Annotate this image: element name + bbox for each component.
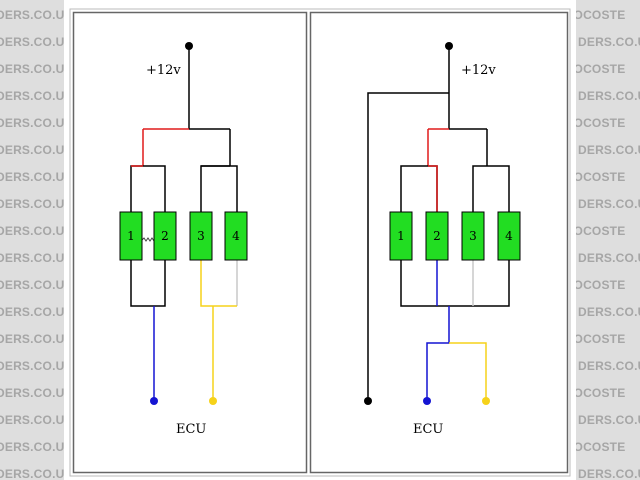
watermark-text: DERS.CO.UK: [0, 89, 64, 103]
watermark-text: DERS.CO.UK: [0, 467, 64, 480]
left-coils: [119, 211, 248, 261]
left-panel-border: [72, 11, 308, 474]
left-coil-3-label: 3: [197, 229, 205, 243]
left-coil-4: [224, 211, 248, 261]
right-coil-3-label: 3: [469, 229, 477, 243]
left-supply-terminal: [185, 42, 193, 50]
right-blue-wire: [426, 306, 450, 401]
right-wiring: [367, 46, 510, 401]
watermark-text: DERS.CO.UK: [0, 8, 64, 22]
watermark-text: DERS.CO.UK: [0, 116, 64, 130]
right-yellow-wire: [449, 342, 487, 401]
watermark-text: DERS.CO.UK: [0, 224, 64, 238]
left-coil-4-label: 4: [232, 229, 240, 243]
left-ecu-terminal-yellow: [209, 397, 217, 405]
watermark-text: DERS.CO.UK: [578, 143, 640, 157]
watermark-text: DERS.CO.UK: [578, 305, 640, 319]
right-coil-2: [425, 211, 449, 261]
watermark-text: DERS.CO.UK: [578, 89, 640, 103]
watermark-text: DERS.CO.UK: [0, 413, 64, 427]
watermark-text: LOCOSTE: [576, 62, 626, 76]
watermark-text: DERS.CO.UK: [0, 386, 64, 400]
watermark-text: LOCOSTE: [576, 8, 626, 22]
right-ecu-label: ECU: [413, 422, 444, 437]
watermark-text: DERS.CO.UK: [0, 170, 64, 184]
watermark-text: DERS.CO.UK: [0, 251, 64, 265]
watermark-text: DERS.CO.UK: [0, 278, 64, 292]
left-yellow-return: [200, 260, 237, 307]
watermark-text: DERS.CO.UK: [578, 359, 640, 373]
right-coil-1: [389, 211, 413, 261]
watermark-text: LOCOSTE: [576, 278, 626, 292]
watermark-right: LOCOSTE DERS.CO.UK LOCOSTE DERS.CO.UK LOCOST…: [576, 0, 640, 480]
watermark-text: DERS.CO.UK: [0, 332, 64, 346]
right-coils: [389, 211, 521, 261]
left-ecu-terminal-blue: [150, 397, 158, 405]
left-coil-1: [119, 211, 143, 261]
right-coil-2-label: 2: [433, 229, 441, 243]
right-ecu-terminal-blue: [423, 397, 431, 405]
watermark-text: DERS.CO.UK: [0, 305, 64, 319]
right-ecu-terminal-yellow: [482, 397, 490, 405]
watermark-text: LOCOSTE: [576, 116, 626, 130]
watermark-text: DERS.CO.UK: [578, 467, 640, 480]
watermark-text: LOCOSTE: [576, 170, 626, 184]
right-ecu-terminal-black: [364, 397, 372, 405]
right-supply-terminal: [445, 42, 453, 50]
watermark-text: DERS.CO.UK: [0, 143, 64, 157]
left-ecu-label: ECU: [176, 422, 207, 437]
right-coil-4: [497, 211, 521, 261]
watermark-left: DERS.CO.UK DERS.CO.UK DERS.CO.UK DERS.CO.UK…: [0, 0, 64, 480]
left-coil-3: [189, 211, 213, 261]
watermark-text: DERS.CO.UK: [0, 440, 64, 454]
left-wiring: [130, 46, 238, 401]
right-coil-3: [461, 211, 485, 261]
right-coil-4-label: 4: [505, 229, 513, 243]
watermark-text: DERS.CO.UK: [578, 35, 640, 49]
watermark-text: DERS.CO.UK: [0, 359, 64, 373]
right-panel-border: [309, 11, 569, 474]
watermark-text: DERS.CO.UK: [578, 413, 640, 427]
left-coil-2-label: 2: [161, 229, 169, 243]
watermark-text: LOCOSTE: [576, 332, 626, 346]
right-red-bridge: [428, 165, 438, 212]
watermark-text: DERS.CO.UK: [578, 251, 640, 265]
watermark-text: DERS.CO.UK: [0, 35, 64, 49]
watermark-text: LOCOSTE: [576, 440, 626, 454]
right-coil-1-label: 1: [397, 229, 405, 243]
right-supply-label: +12v: [461, 63, 496, 78]
watermark-text: LOCOSTE: [576, 386, 626, 400]
right-ecu-feed-wire: [367, 92, 449, 401]
left-coil-1-label: 1: [127, 229, 135, 243]
watermark-text: DERS.CO.UK: [578, 197, 640, 211]
left-coil-2: [153, 211, 177, 261]
left-supply-label: +12v: [146, 63, 181, 78]
watermark-text: DERS.CO.UK: [0, 197, 64, 211]
watermark-text: LOCOSTE: [576, 224, 626, 238]
watermark-text: DERS.CO.UK: [0, 62, 64, 76]
